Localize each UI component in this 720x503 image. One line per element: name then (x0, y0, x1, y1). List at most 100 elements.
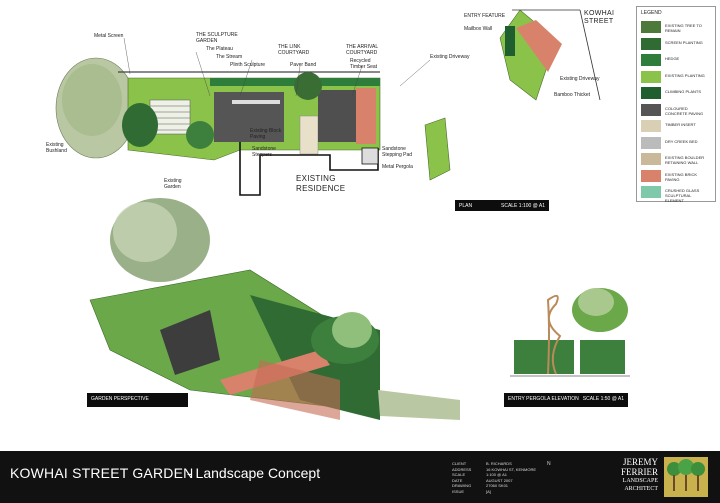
legend-swatch (641, 70, 661, 83)
legend-swatch (641, 21, 661, 33)
legend-item: EXISTING PLANTING (641, 69, 713, 87)
label-existing-block-paving: Existing Block Paving (250, 128, 282, 140)
info-value: 1:100 @ A1 (486, 472, 507, 477)
label-existing-bushland: Existing Bushland (46, 142, 67, 154)
arrival-courtyard-paving (318, 90, 358, 142)
existing-driveway-shape (424, 117, 451, 181)
legend-swatch (641, 120, 661, 132)
label-paver-band: Paver Band (290, 62, 317, 68)
legend-item: EXISTING BRICK PAVING (641, 168, 713, 186)
info-value: AUGUST 2007 (486, 477, 513, 483)
info-value: [A] (486, 488, 491, 494)
firm-logo (664, 457, 708, 497)
leader-lines (123, 37, 431, 97)
legend-label: CRUSHED GLASS SCULPTURAL ELEMENT (665, 188, 700, 203)
firm-line-3: LANDSCAPE (622, 478, 658, 484)
caption-pergola-scale: SCALE 1:50 @ A1 (582, 396, 624, 402)
info-key: ISSUE (452, 488, 465, 494)
label-metal-screen: Metal Screen (94, 33, 124, 39)
legend-label: COLOURED CONCRETE PAVING (665, 105, 704, 116)
footer-bar: KOWHAI STREET GARDEN - Landscape Concept… (0, 451, 720, 503)
legend-label: EXISTING TREE TO REMAIN (665, 23, 702, 33)
info-value: 16 KOWHAI ST, KENMORE (486, 466, 537, 472)
legend-item: EXISTING BOULDER RETAINING WALL (641, 151, 713, 169)
legend-label: SCREEN PLANTING (665, 39, 703, 45)
caption-pergola: ENTRY PERGOLA ELEVATION SCALE 1:50 @ A1 (504, 393, 628, 407)
label-existing-residence: EXISTING RESIDENCE (296, 174, 346, 193)
legend-swatch (641, 153, 661, 165)
firm-line-2: FERRIER (620, 467, 658, 477)
legend-item: COLOURED CONCRETE PAVING (641, 102, 713, 120)
label-plateau: The Plateau (206, 46, 233, 52)
label-recycled-timber: Recycled Timber Seat (350, 58, 378, 70)
legend-label: CLIMBING PLANTS (665, 89, 702, 94)
info-key: SCALE (452, 472, 466, 477)
legend-item: EXISTING TREE TO REMAIN (641, 19, 713, 37)
footer-subtitle: - Landscape Concept (187, 465, 321, 481)
label-stream: The Stream (216, 54, 243, 60)
legend-swatch (641, 87, 661, 99)
label-plinth: Plinth Sculpture (230, 62, 266, 68)
label-link-courtyard: THE LINK COURTYARD (278, 44, 310, 56)
caption-perspective-title: GARDEN PERSPECTIVE (91, 396, 149, 402)
footer-title: KOWHAI STREET GARDEN (10, 465, 194, 481)
label-kowhai-street: KOWHAI STREET (584, 10, 615, 25)
legend-item: SCREEN PLANTING (641, 36, 713, 54)
label-existing-garden: Existing Garden (164, 178, 182, 190)
caption-perspective: GARDEN PERSPECTIVE (87, 393, 188, 407)
label-sculpture-garden: THE SCULPTURE GARDEN (196, 32, 238, 44)
info-key: DATE (452, 477, 463, 483)
legend-swatch (641, 136, 661, 149)
legend-label: EXISTING BOULDER RETAINING WALL (665, 155, 705, 165)
label-sandstone-steppers: Sandstone Steppers (252, 146, 276, 158)
legend-label: EXISTING PLANTING (665, 72, 705, 78)
planting-mass-1 (122, 103, 158, 147)
legend-item: DRY CREEK BED (641, 135, 713, 153)
info-value: B. RICHARDS (486, 461, 512, 466)
brick-paving (356, 88, 376, 144)
caption-plan-scale: SCALE 1:100 @ A1 (501, 203, 545, 209)
legend-item: HEDGE (641, 52, 713, 70)
caption-pergola-title: ENTRY PERGOLA ELEVATION (508, 396, 579, 402)
legend-swatch (641, 186, 661, 198)
firm-line-4: ARCHITECT (624, 486, 658, 492)
label-arrival-courtyard: THE ARRIVAL COURTYARD (346, 44, 379, 56)
label-entry-feature: ENTRY FEATURE (464, 13, 506, 19)
label-mailbox-wall: Mailbox Wall (464, 26, 493, 32)
legend-label: HEDGE (665, 56, 680, 61)
legend-label: EXISTING BRICK PAVING (665, 171, 698, 182)
courtyard-tree (294, 72, 322, 100)
label-metal-pergola: Metal Pergola (382, 164, 413, 170)
legend-swatch (641, 103, 661, 116)
paver-band (232, 100, 280, 104)
label-sandstone-stepping-pad: Sandstone Stepping Pad (382, 146, 413, 158)
label-existing-driveway-2: Existing Driveway (560, 76, 600, 82)
legend-label: DRY CREEK BED (665, 138, 698, 144)
info-value: 27060 SK01 (486, 483, 509, 488)
residence-outline (239, 142, 379, 196)
legend-swatch (641, 169, 661, 182)
sandstone-steppers (299, 115, 319, 155)
caption-plan-title: PLAN (459, 203, 473, 209)
legend-item: CLIMBING PLANTS (641, 85, 713, 103)
mailbox-wall (505, 26, 515, 56)
north-label: N (547, 461, 551, 467)
label-bamboo-thicket: Bamboo Thicket (554, 92, 591, 98)
firm-line-1: JEREMY (622, 457, 658, 467)
planting-mass-2 (186, 121, 214, 149)
legend-label: TIMBER INSERT (665, 122, 696, 127)
info-key: CLIENT (452, 461, 467, 466)
info-key: ADDRESS (452, 466, 472, 472)
kowhai-street-curve (579, 9, 601, 101)
legend-swatch (641, 54, 661, 66)
legend-item: CRUSHED GLASS SCULPTURAL ELEMENT (641, 184, 713, 203)
firm-name: JEREMY FERRIER LANDSCAPE ARCHITECT (598, 457, 658, 493)
label-existing-driveway: Existing Driveway (430, 54, 470, 60)
info-key: DRAWING (452, 483, 472, 488)
entry-pergola-drawing (510, 288, 630, 377)
pergola-pad (361, 147, 379, 165)
existing-bushland-trees (55, 57, 137, 159)
